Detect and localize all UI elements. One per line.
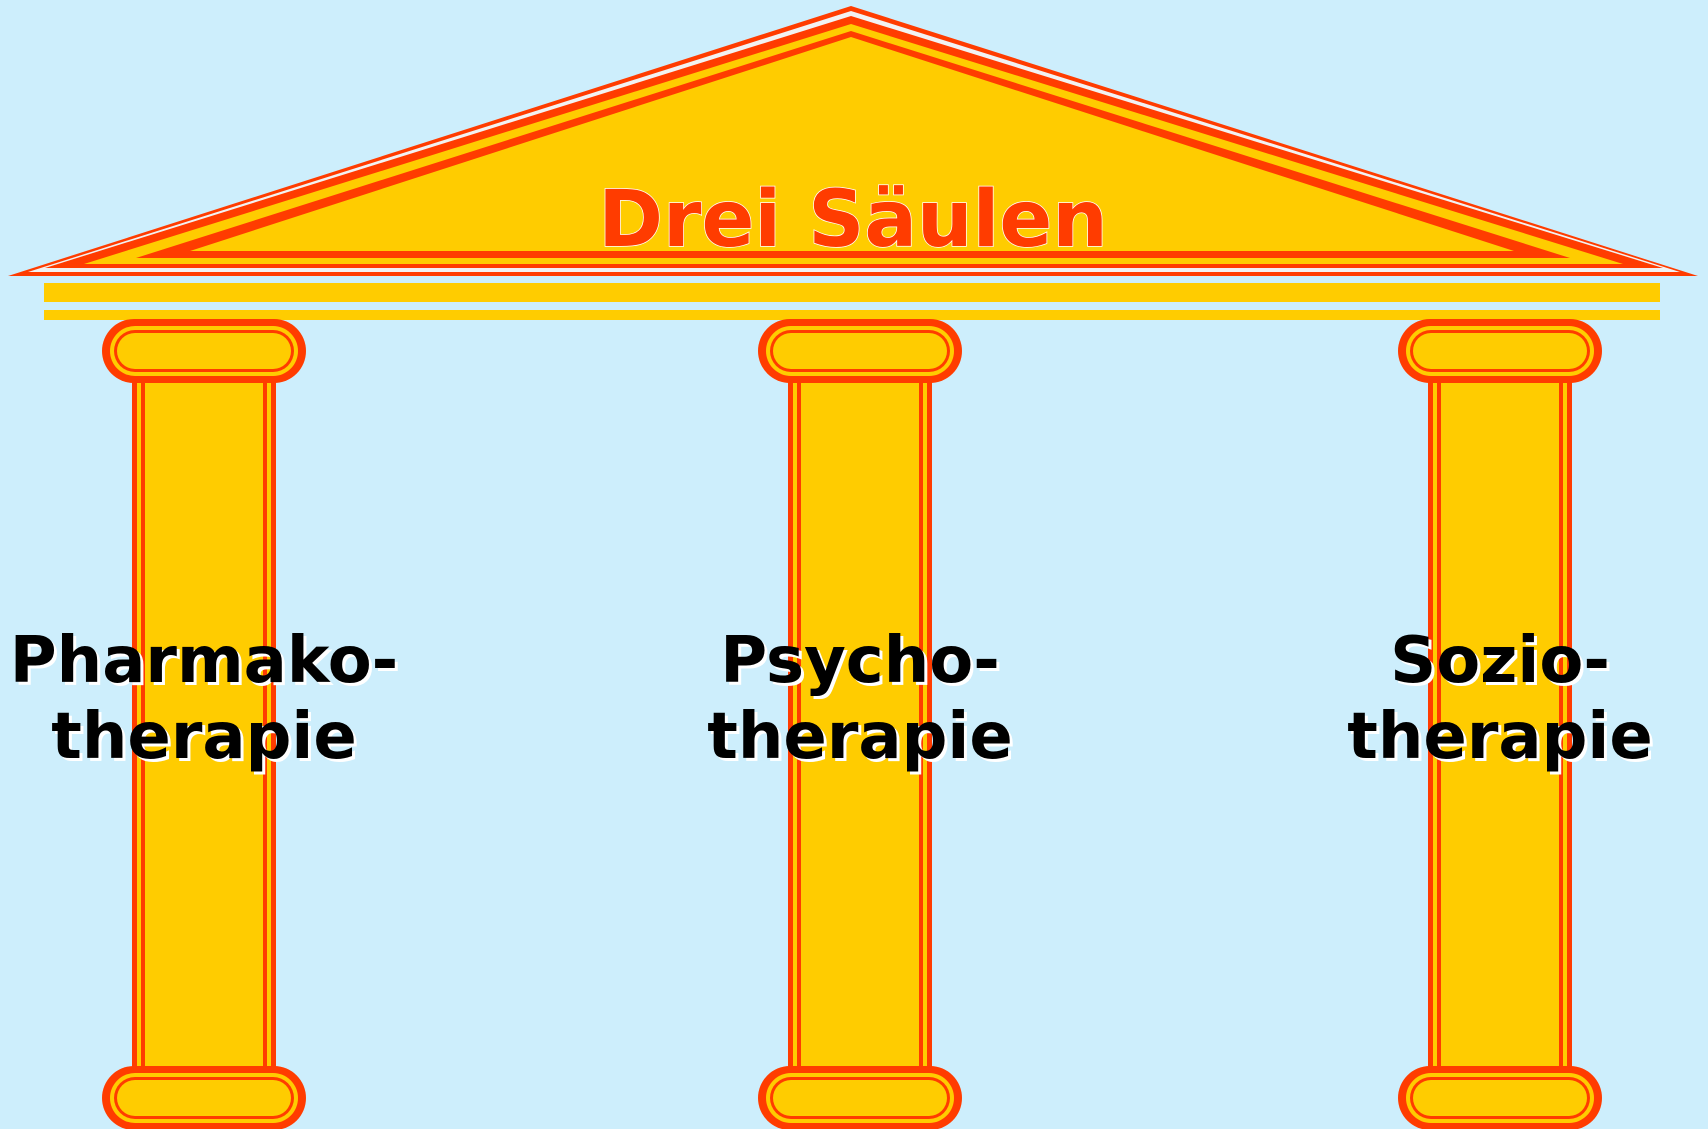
pillar-label-line2: therapie — [4, 699, 404, 775]
pillar-label-line1: Pharmako- — [4, 623, 404, 699]
pillar-label-line2: therapie — [1300, 699, 1700, 775]
pillar-label-soziotherapie: Sozio- therapie — [1300, 623, 1700, 775]
pillar-base-fill — [1413, 1080, 1587, 1116]
pillar-label-line1: Psycho- — [660, 623, 1060, 699]
pillar-capital-fill — [117, 333, 291, 369]
pillar-capital-fill — [1413, 333, 1587, 369]
pillar-label-line1: Sozio- — [1300, 623, 1700, 699]
title: Drei Säulen — [598, 175, 1108, 265]
pillar-base-fill — [773, 1080, 947, 1116]
entablature-bar-upper — [44, 283, 1660, 302]
pillar-label-psychotherapie: Psycho- therapie — [660, 623, 1060, 775]
pillar-label-line2: therapie — [660, 699, 1060, 775]
pillar-base-fill — [117, 1080, 291, 1116]
entablature-bar-lower — [44, 310, 1660, 320]
pillar-label-pharmakotherapie: Pharmako- therapie — [4, 623, 404, 775]
pillar-capital-fill — [773, 333, 947, 369]
